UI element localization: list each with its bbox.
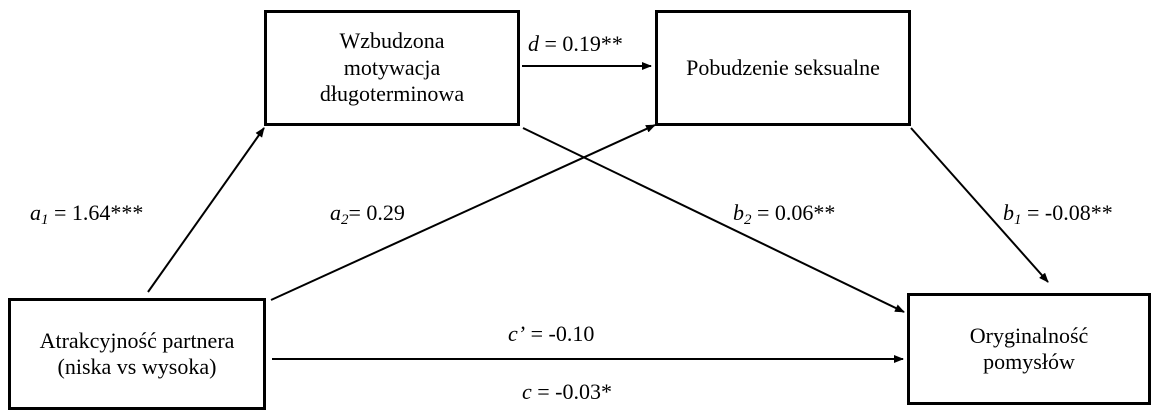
coefficient-d-label: d = 0.19** [528, 31, 623, 56]
box-sexual-arousal: Pobudzenie seksualne [655, 10, 911, 126]
box-idea-originality: Oryginalność pomysłów [907, 293, 1151, 405]
coefficient-c-label: c = -0.03* [522, 379, 612, 404]
arrow-arousal-to-originality [910, 127, 1049, 283]
arrow-attractiveness-to-motivation [147, 127, 265, 293]
coefficient-b1-label: b1 = -0.08** [1003, 200, 1113, 228]
box-sexual-arousal-label: Pobudzenie seksualne [686, 54, 880, 80]
coefficient-a2-label: a2= 0.29 [330, 200, 405, 228]
arrow-motivation-to-originality [522, 127, 905, 313]
coefficient-a1-label: a1 = 1.64*** [30, 200, 144, 228]
box-long-term-motivation-label: Wzbudzona motywacja długoterminowa [319, 28, 465, 107]
box-idea-originality-label: Oryginalność pomysłów [969, 322, 1089, 374]
box-partner-attractiveness-label: Atrakcyjność partnera (niska vs wysoka) [39, 327, 235, 379]
box-long-term-motivation: Wzbudzona motywacja długoterminowa [264, 10, 520, 126]
arrow-attractiveness-to-arousal [270, 124, 656, 301]
coefficient-b2-label: b2 = 0.06** [733, 200, 836, 228]
coefficient-c-prime-label: c’ = -0.10 [508, 321, 595, 346]
box-partner-attractiveness: Atrakcyjność partnera (niska vs wysoka) [8, 298, 266, 410]
